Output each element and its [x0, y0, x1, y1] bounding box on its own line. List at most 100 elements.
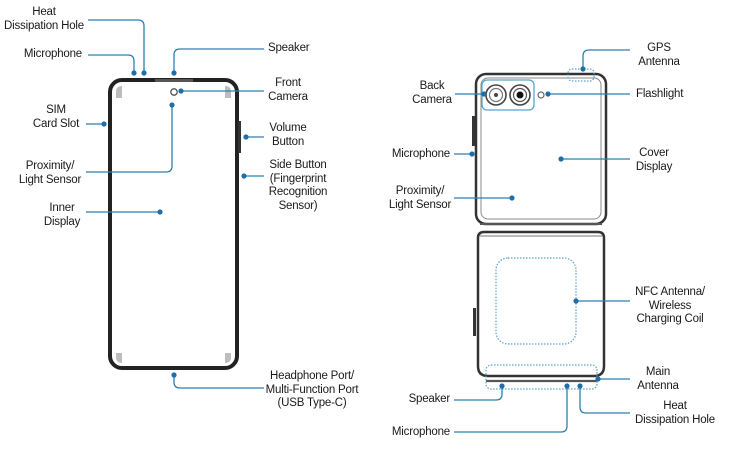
label-line: (Fingerprint — [269, 172, 327, 185]
label-microphone-bottom: Microphone — [380, 426, 450, 440]
label-line: SIM — [46, 104, 66, 116]
label-line: Side Button — [269, 159, 327, 171]
front-phone-body — [108, 78, 239, 370]
folded-leader-dots — [469, 66, 601, 389]
volume-button-shape — [238, 121, 241, 153]
label-line: Light Sensor — [388, 198, 452, 211]
label-line: Recognition — [268, 186, 328, 198]
side-key-shape — [472, 116, 475, 146]
label-line: Flashlight — [636, 88, 684, 100]
dot-proximity — [169, 102, 175, 108]
leader-headphone — [173, 375, 264, 389]
leader-speaker-bottom — [454, 386, 503, 401]
label-speaker: Speaker — [268, 42, 310, 56]
label-line: Volume — [269, 122, 307, 134]
label-line: Cover — [639, 147, 669, 159]
label-line: Display — [43, 215, 81, 228]
label-line: Back — [419, 80, 445, 92]
label-heat-dissipation-bottom: Heat Dissipation Hole — [632, 400, 718, 427]
label-line: Inner — [49, 202, 75, 214]
leader-proximity — [86, 105, 173, 173]
label-sim-card-slot: SIM Card Slot — [28, 104, 84, 131]
back-camera-lens-2-center — [516, 91, 524, 99]
label-cover-display: Cover Display — [632, 147, 676, 174]
label-line: Heat — [32, 6, 56, 18]
label-line: Proximity/ — [395, 185, 445, 197]
label-line: Camera — [412, 93, 452, 106]
main-antenna-region — [485, 364, 598, 390]
label-line: GPS — [647, 42, 671, 54]
dot-microphone-side — [469, 151, 475, 157]
label-line: Display — [635, 160, 673, 173]
dot-headphone — [171, 372, 177, 378]
label-line: Microphone — [391, 426, 450, 438]
label-line: (USB Type-C) — [277, 397, 347, 409]
label-line: Antenna — [637, 379, 679, 392]
label-speaker-bottom: Speaker — [390, 393, 451, 407]
label-line: Proximity/ — [25, 160, 75, 172]
label-line: NFC Antenna/ — [635, 286, 705, 298]
dot-back-camera — [481, 91, 487, 97]
label-heat-dissipation-hole: Heat Dissipation Hole — [4, 6, 84, 33]
label-line: Heat — [663, 400, 687, 412]
label-line: Speaker — [268, 42, 310, 54]
dot-front-camera — [178, 88, 184, 94]
label-gps-antenna: GPS Antenna — [634, 42, 684, 69]
front-corner-mark — [225, 86, 231, 98]
label-line: Headphone Port/ — [270, 370, 354, 382]
label-line: Front — [275, 77, 301, 89]
dot-heat — [141, 70, 147, 76]
label-main-antenna: Main Antenna — [636, 366, 680, 393]
dot-flashlight — [545, 91, 551, 97]
side-key-shape-lower — [473, 308, 476, 336]
label-line: Multi-Function Port — [265, 383, 359, 396]
front-speaker-grille — [155, 79, 193, 82]
folded-top-half — [472, 68, 608, 226]
front-leader-lines — [86, 19, 264, 389]
label-microphone-side: Microphone — [380, 148, 450, 162]
dot-cover-display — [558, 156, 564, 162]
bottom-half-body — [476, 230, 606, 378]
dot-proximity-cover — [509, 195, 515, 201]
front-phone — [108, 78, 241, 370]
label-line: Light Sensor — [18, 173, 82, 186]
label-line: Sensor) — [278, 199, 318, 212]
leader-microphone-bottom — [454, 386, 568, 433]
front-corner-mark — [225, 353, 231, 363]
dot-microphone — [131, 70, 137, 76]
label-line: Main — [645, 366, 671, 378]
dot-speaker-bottom — [499, 383, 505, 389]
label-flashlight: Flashlight — [636, 88, 683, 102]
front-corner-mark — [116, 86, 122, 98]
flashlight-lens — [537, 91, 545, 99]
label-back-camera: Back Camera — [410, 80, 454, 107]
label-line: Antenna — [638, 55, 680, 68]
label-line: Button — [271, 135, 305, 148]
label-inner-display: Inner Display — [38, 202, 86, 229]
label-nfc-antenna: NFC Antenna/ Wireless Charging Coil — [632, 286, 708, 327]
label-headphone-port: Headphone Port/ Multi-Function Port (USB… — [262, 370, 362, 411]
leader-gps — [582, 49, 630, 68]
front-camera-lens — [170, 88, 178, 96]
label-line: Charging Coil — [636, 313, 704, 325]
dot-gps — [580, 66, 586, 72]
label-line: Microphone — [23, 48, 82, 60]
folded-bottom-half — [473, 230, 606, 390]
leader-heat-bottom — [579, 386, 630, 414]
label-line: Microphone — [391, 148, 450, 160]
leader-microphone — [88, 54, 135, 72]
folded-leader-lines — [454, 49, 630, 433]
leader-heat-dissipation — [88, 19, 145, 72]
back-camera-lens-1-center — [494, 93, 498, 97]
label-front-camera: Front Camera — [266, 77, 310, 104]
dot-heat-bottom — [577, 383, 583, 389]
dot-speaker — [171, 70, 177, 76]
label-line: Card Slot — [32, 117, 80, 130]
dot-inner-display — [157, 209, 163, 215]
leader-speaker — [173, 48, 264, 72]
cover-display-area — [480, 77, 602, 220]
label-volume-button: Volume Button — [266, 122, 310, 149]
dot-main-antenna — [595, 376, 601, 382]
dot-nfc — [573, 298, 579, 304]
